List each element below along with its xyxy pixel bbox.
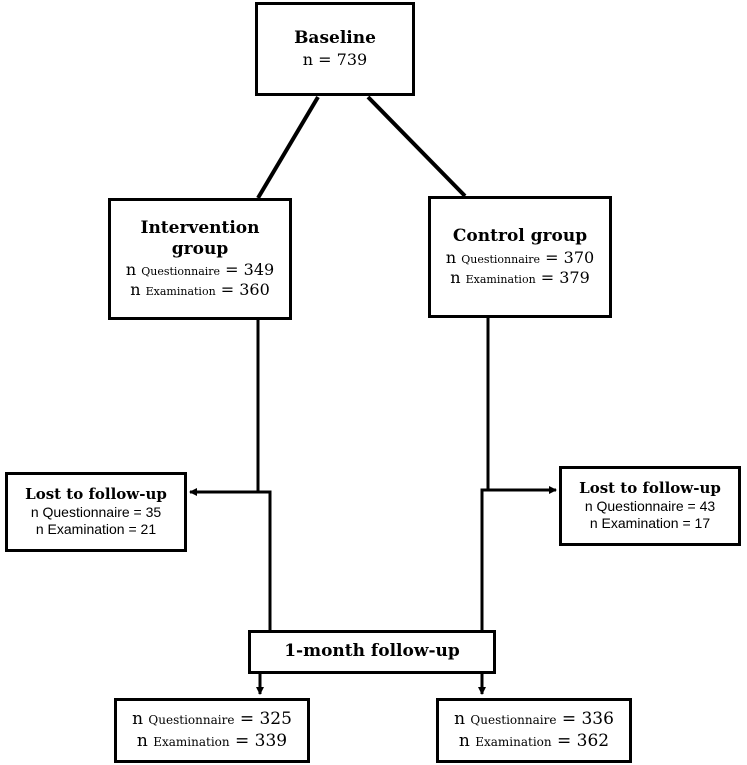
final-right-examination: n Examination = 362: [458, 730, 610, 751]
control-group-box: Control group n Questionnaire = 370 n Ex…: [428, 196, 612, 318]
followup-title: 1-month follow-up: [284, 641, 460, 662]
baseline-title: Baseline: [294, 28, 376, 49]
final-right-box: n Questionnaire = 336 n Examination = 36…: [436, 698, 632, 763]
lost-right-title: Lost to follow-up: [579, 479, 721, 498]
intervention-title: Intervention group: [140, 217, 260, 259]
lost-to-follow-up-right-box: Lost to follow-up n Questionnaire = 43 n…: [559, 466, 741, 546]
control-title: Control group: [452, 226, 588, 247]
control-questionnaire: n Questionnaire = 370: [445, 247, 595, 267]
lost-right-questionnaire: n Questionnaire = 43: [584, 497, 716, 514]
line-baseline-to-control: [366, 95, 467, 198]
lost-left-title: Lost to follow-up: [25, 485, 167, 504]
baseline-box: Baseline n = 739: [255, 2, 415, 96]
lost-to-follow-up-left-box: Lost to follow-up n Questionnaire = 35 n…: [5, 472, 187, 552]
lost-left-questionnaire: n Questionnaire = 35: [30, 503, 162, 520]
final-right-questionnaire: n Questionnaire = 336: [454, 709, 614, 730]
line-intervention-down: [256, 318, 272, 632]
one-month-follow-up-box: 1-month follow-up: [248, 630, 496, 674]
control-examination: n Examination = 379: [450, 267, 590, 287]
line-baseline-to-intervention: [256, 95, 320, 200]
intervention-questionnaire: n Questionnaire = 349: [125, 260, 275, 280]
lost-left-examination: n Examination = 21: [35, 521, 157, 538]
final-left-box: n Questionnaire = 325 n Examination = 33…: [114, 698, 310, 763]
intervention-examination: n Examination = 360: [130, 280, 270, 300]
baseline-n: n = 739: [302, 49, 368, 69]
intervention-group-box: Intervention group n Questionnaire = 349…: [108, 198, 292, 320]
final-left-questionnaire: n Questionnaire = 325: [132, 709, 292, 730]
lost-right-examination: n Examination = 17: [589, 515, 711, 532]
final-left-examination: n Examination = 339: [136, 730, 288, 751]
line-control-down: [480, 318, 490, 632]
